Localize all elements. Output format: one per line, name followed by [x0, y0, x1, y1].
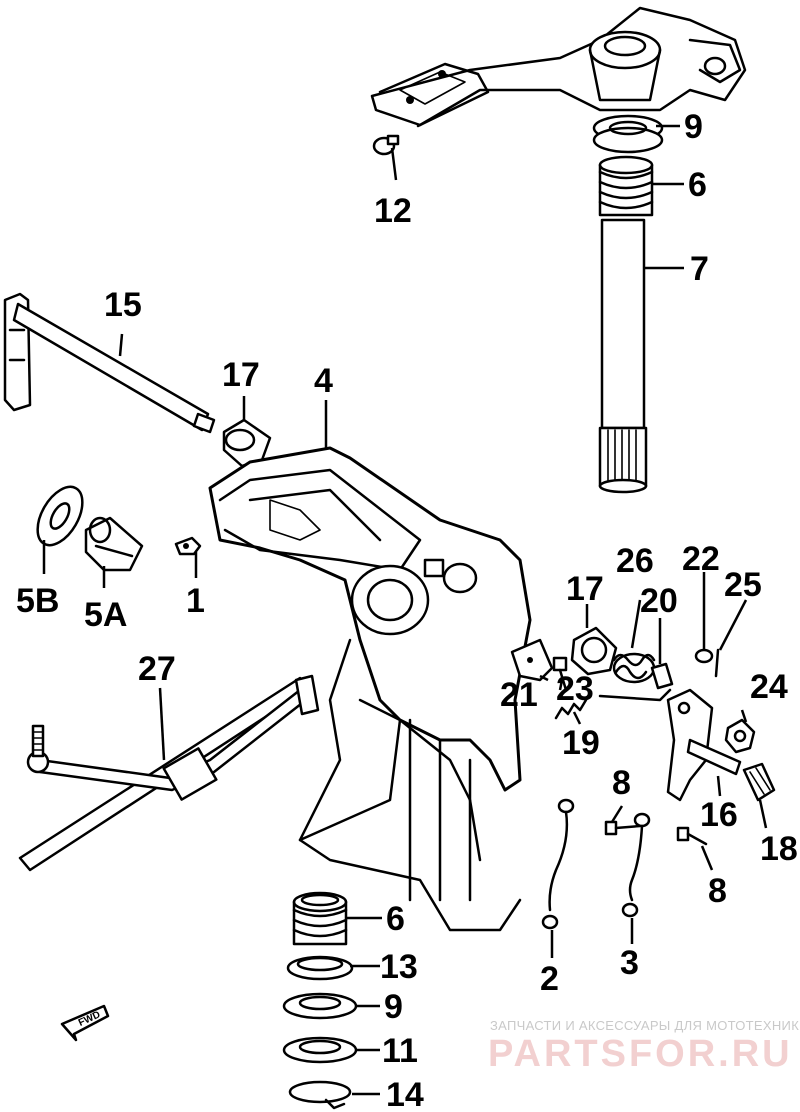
steering-bracket: [370, 6, 747, 128]
rod-assembly-27: [18, 674, 320, 872]
washer-9-top: [592, 114, 664, 154]
label-20: 20: [640, 582, 678, 620]
watermark-brand: PARTSFOR.RU: [488, 1033, 793, 1075]
ground-wire-2: [541, 798, 575, 930]
washer-11: [282, 1036, 358, 1064]
lever-20: [598, 662, 674, 702]
fwd-arrow-icon: FWD: [60, 1004, 110, 1042]
ground-wire-3: [621, 812, 651, 918]
label-3: 3: [620, 944, 639, 982]
bracket-21: [510, 638, 554, 682]
bushing-5a: [84, 516, 144, 572]
label-12: 12: [374, 192, 412, 230]
label-27: 27: [138, 650, 176, 688]
label-22: 22: [682, 540, 720, 578]
nut-22: [694, 648, 714, 664]
bushing-17-right: [570, 626, 618, 676]
leader-lines: [42, 124, 768, 1096]
grease-fitting-1: [174, 536, 202, 556]
washer-9-bottom: [282, 992, 358, 1020]
label-2: 2: [540, 960, 559, 998]
bushing-6-top: [598, 155, 654, 217]
label-25: 25: [724, 566, 762, 604]
label-9-top: 9: [684, 108, 703, 146]
watermark-caption: ЗАПЧАСТИ И АКСЕССУАРЫ ДЛЯ МОТОТЕХНИКИ: [490, 1018, 800, 1033]
label-21: 21: [500, 676, 538, 714]
label-7: 7: [690, 250, 709, 288]
lever-plate-16: [666, 688, 742, 802]
tilt-rod-15: [3, 292, 216, 434]
label-6-bot: 6: [386, 900, 405, 938]
watermark: ЗАПЧАСТИ И АКСЕССУАРЫ ДЛЯ МОТОТЕХНИКИ PA…: [488, 1018, 800, 1075]
label-15: 15: [104, 286, 142, 324]
label-8-b: 8: [708, 872, 727, 910]
label-1: 1: [186, 582, 205, 620]
label-6-top: 6: [688, 166, 707, 204]
label-5a: 5A: [84, 596, 127, 634]
nut-24: [724, 718, 756, 754]
bolt-23: [552, 656, 568, 692]
label-19: 19: [562, 724, 600, 762]
spring-26: [612, 652, 656, 684]
label-17-a: 17: [222, 356, 260, 394]
label-5b: 5B: [16, 582, 59, 620]
bolt-8-b: [676, 826, 708, 846]
bolt-8-a: [604, 820, 642, 836]
pin-25: [714, 648, 720, 678]
part-labels: 9 6 7 12 15 17 4 5B 5A 1 17 26 20 22 25 …: [16, 108, 798, 1112]
label-13: 13: [380, 948, 418, 986]
label-9-bot: 9: [384, 988, 403, 1026]
label-23: 23: [556, 670, 594, 708]
knob-18: [742, 762, 776, 802]
spring-19: [554, 698, 588, 720]
label-17-b: 17: [566, 570, 604, 608]
circlip-14: [288, 1080, 352, 1110]
label-16: 16: [700, 796, 738, 834]
washer-5b: [36, 485, 84, 547]
bushing-6-bottom: [292, 891, 348, 946]
label-4: 4: [314, 362, 333, 400]
label-24: 24: [750, 668, 788, 706]
grease-nipple-12: [372, 134, 400, 156]
label-18: 18: [760, 830, 798, 868]
swivel-bracket-4: [208, 446, 532, 932]
label-14: 14: [386, 1076, 424, 1112]
steering-shaft-7: [598, 218, 648, 494]
label-11: 11: [382, 1032, 418, 1070]
label-26: 26: [616, 542, 654, 580]
washer-13: [286, 955, 354, 981]
label-8-a: 8: [612, 764, 631, 802]
